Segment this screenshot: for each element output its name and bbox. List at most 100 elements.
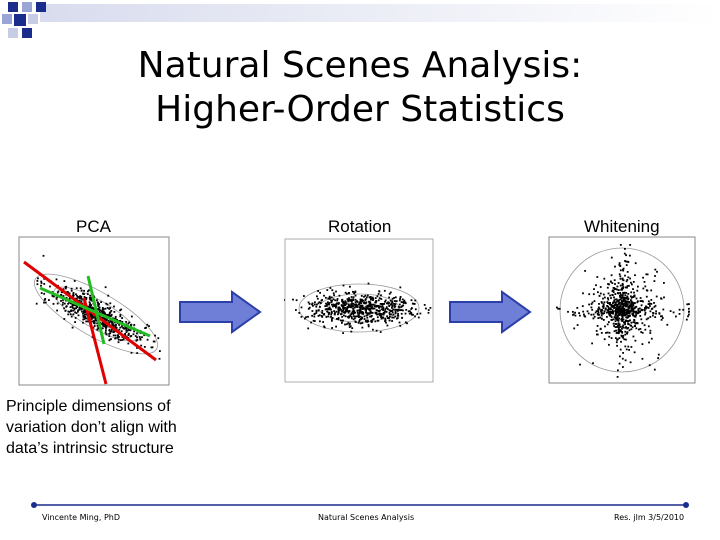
scatter-point: [365, 307, 367, 310]
scatter-point: [627, 323, 629, 325]
scatter-point: [598, 294, 601, 297]
scatter-point: [604, 325, 606, 328]
scatter-point: [404, 302, 407, 305]
scatter-point: [370, 306, 373, 309]
scatter-point: [632, 313, 635, 315]
scatter-point: [344, 311, 346, 313]
scatter-point: [44, 301, 47, 304]
scatter-point: [379, 303, 382, 305]
scatter-point: [619, 296, 622, 298]
scatter-point: [613, 325, 615, 327]
scatter-point: [88, 304, 91, 306]
scatter-point: [607, 298, 610, 301]
scatter-point: [344, 323, 346, 326]
scatter-point: [382, 313, 385, 316]
scatter-point: [93, 316, 96, 318]
scatter-point: [354, 294, 357, 297]
scatter-point: [590, 303, 593, 305]
scatter-point: [630, 281, 632, 284]
scatter-point: [631, 308, 634, 311]
scatter-point: [617, 322, 620, 325]
scatter-point: [429, 307, 432, 309]
scatter-point: [609, 315, 612, 317]
scatter-point: [630, 324, 632, 327]
scatter-point: [321, 311, 324, 314]
scatter-point: [143, 334, 146, 337]
scatter-point: [330, 296, 333, 299]
scatter-point: [612, 307, 615, 309]
scatter-point: [80, 295, 83, 298]
scatter-point: [332, 304, 335, 307]
scatter-point: [608, 312, 610, 315]
scatter-point: [96, 322, 99, 325]
scatter-point: [629, 254, 631, 257]
scatter-point: [102, 308, 105, 310]
scatter-point: [385, 310, 388, 313]
scatter-point: [381, 305, 384, 308]
scatter-point: [617, 320, 620, 322]
caption-line: variation don’t align with: [6, 419, 177, 436]
scatter-point: [626, 303, 629, 306]
scatter-point: [622, 324, 625, 327]
scatter-point: [365, 305, 368, 308]
scatter-point: [371, 303, 373, 306]
scatter-point: [380, 316, 382, 318]
scatter-point: [618, 308, 621, 311]
scatter-point: [74, 304, 77, 307]
scatter-point: [108, 328, 111, 331]
scatter-point: [567, 310, 569, 313]
scatter-point: [361, 300, 363, 303]
scatter-point: [81, 302, 84, 305]
scatter-point: [69, 297, 71, 299]
scatter-point: [410, 313, 413, 316]
scatter-point: [628, 329, 631, 332]
scatter-point: [340, 319, 342, 322]
scatter-point: [617, 306, 620, 308]
scatter-point: [78, 299, 81, 302]
scatter-point: [118, 336, 120, 338]
scatter-point: [69, 302, 72, 304]
scatter-point: [342, 307, 345, 310]
scatter-point: [68, 292, 71, 295]
scatter-point: [376, 295, 379, 298]
scatter-point: [151, 346, 154, 349]
scatter-point: [572, 311, 574, 313]
scatter-point: [77, 309, 79, 312]
scatter-point: [622, 352, 624, 354]
scatter-point: [610, 256, 613, 259]
scatter-point: [590, 306, 593, 309]
scatter-point: [642, 276, 644, 279]
scatter-point: [328, 302, 331, 304]
scatter-point: [606, 323, 609, 326]
scatter-point: [641, 357, 644, 360]
scatter-point: [330, 311, 333, 313]
scatter-point: [626, 279, 629, 281]
scatter-point: [630, 309, 632, 312]
scatter-point: [624, 301, 627, 304]
scatter-point: [111, 328, 113, 331]
scatter-point: [132, 333, 135, 336]
scatter-point: [624, 345, 627, 348]
scatter-point: [607, 302, 610, 304]
scatter-point: [372, 318, 375, 320]
scatter-point: [148, 325, 150, 327]
scatter-point: [119, 320, 122, 323]
scatter-point: [105, 324, 107, 326]
scatter-point: [393, 304, 396, 307]
scatter-point: [630, 299, 632, 301]
scatter-point: [615, 318, 618, 320]
scatter-point: [618, 273, 621, 276]
scatter-point: [423, 304, 426, 306]
scatter-point: [347, 303, 350, 306]
scatter-point: [43, 299, 46, 301]
scatter-point: [95, 299, 98, 302]
scatter-point: [376, 316, 379, 319]
scatter-point: [630, 328, 633, 331]
scatter-point: [620, 300, 623, 303]
scatter-point: [602, 305, 605, 308]
scatter-point: [654, 275, 656, 277]
scatter-point: [619, 355, 621, 358]
scatter-point: [654, 268, 657, 271]
scatter-point: [688, 310, 690, 313]
scatter-point: [611, 309, 614, 312]
